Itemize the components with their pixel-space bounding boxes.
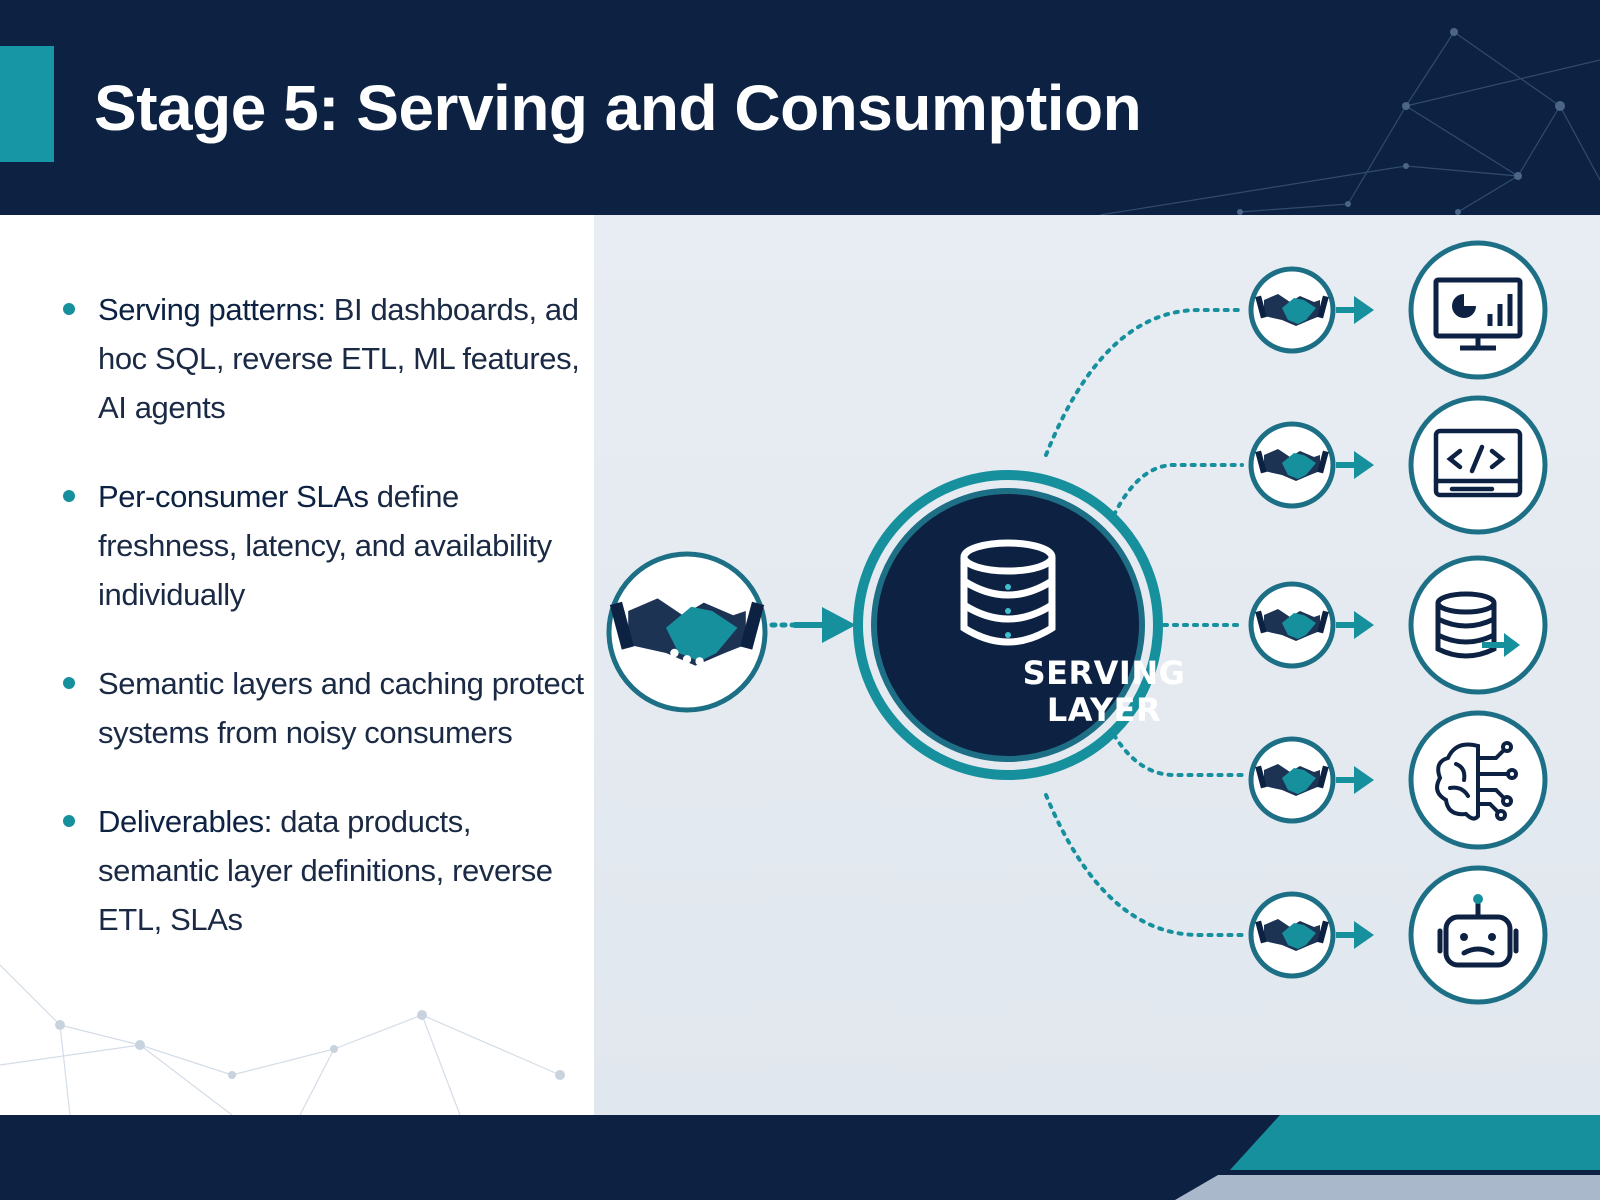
bullet-dot <box>63 677 75 689</box>
header-accent-block <box>0 46 54 162</box>
bullet-text: Deliverables: data products, semantic la… <box>98 797 588 944</box>
page-title: Stage 5: Serving and Consumption <box>94 72 1142 144</box>
bullet-item: Deliverables: data products, semantic la… <box>58 797 588 944</box>
branch-line-4 <box>1112 733 1244 777</box>
serving-diagram <box>606 240 1548 1005</box>
consumer-row-5 <box>1248 865 1548 1005</box>
left-text-panel: Serving patterns: BI dashboards, ad hoc … <box>0 215 594 1115</box>
bullet-rest: define freshness, latency, and availabil… <box>98 479 552 612</box>
diagram-panel: SERVING LAYER <box>594 215 1600 1115</box>
bullet-dot <box>63 303 75 315</box>
branch-line-1 <box>1044 308 1244 457</box>
bullet-strong: Deliverables: <box>98 804 272 839</box>
serving-layer-node <box>853 470 1163 780</box>
consumer-row-3 <box>1248 555 1548 695</box>
bullet-text: Serving patterns: BI dashboards, ad hoc … <box>98 285 588 432</box>
database-icon <box>960 539 1056 646</box>
bullet-text: Semantic layers and caching protect syst… <box>98 659 588 757</box>
database-export-icon <box>1435 591 1497 659</box>
code-terminal-icon <box>1433 428 1523 498</box>
bullet-dot <box>63 815 75 827</box>
header-bar: Stage 5: Serving and Consumption <box>0 0 1600 215</box>
branch-line-2 <box>1112 463 1244 517</box>
brain-circuit-icon <box>1435 741 1518 821</box>
bullet-list: Serving patterns: BI dashboards, ad hoc … <box>58 285 588 984</box>
consumer-row-2 <box>1248 395 1548 535</box>
bullet-item: Per-consumer SLAs define freshness, late… <box>58 472 588 619</box>
bullet-dot <box>63 490 75 502</box>
source-arrow-head <box>822 607 856 643</box>
bullet-strong: Serving patterns: <box>98 292 326 327</box>
branch-line-5 <box>1044 793 1244 937</box>
serving-layer-label-line2: LAYER <box>1046 691 1162 729</box>
network-pattern-decoration <box>1099 28 1600 215</box>
dashboard-monitor-icon <box>1433 277 1523 351</box>
consumer-row-4 <box>1248 710 1548 850</box>
handshake-icon <box>609 598 765 666</box>
footer-decoration <box>1175 1115 1600 1200</box>
bullet-rest: Semantic layers and caching protect syst… <box>98 666 584 750</box>
bullet-strong: Per-consumer SLAs <box>98 479 369 514</box>
bullet-item: Semantic layers and caching protect syst… <box>58 659 588 757</box>
serving-layer-label-line1: SERVING <box>1022 654 1186 692</box>
bullet-item: Serving patterns: BI dashboards, ad hoc … <box>58 285 588 432</box>
bullet-text: Per-consumer SLAs define freshness, late… <box>98 472 588 619</box>
network-pattern-decoration <box>0 964 565 1115</box>
bullet-rest: data products, semantic layer definition… <box>98 804 553 937</box>
bullet-rest: BI dashboards, ad hoc SQL, reverse ETL, … <box>98 292 580 425</box>
footer-bar <box>0 1115 1600 1200</box>
consumer-row-1 <box>1248 240 1548 380</box>
source-node <box>606 551 768 713</box>
robot-icon <box>1437 900 1519 968</box>
serving-layer-label: SERVING LAYER <box>854 655 1354 729</box>
